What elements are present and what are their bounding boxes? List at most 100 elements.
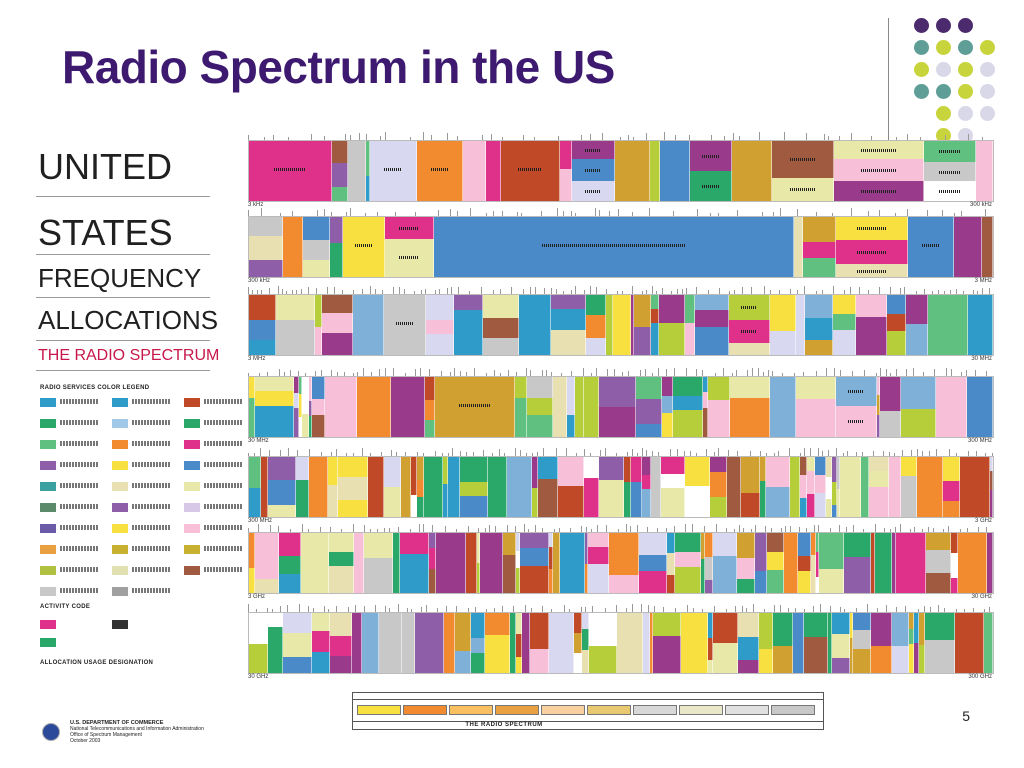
tick-mark (930, 607, 932, 612)
tick-mark (632, 286, 633, 294)
tick-mark (850, 287, 852, 294)
tick-mark (438, 210, 439, 216)
legend-label (132, 420, 170, 425)
allocation-block (784, 533, 798, 593)
tick-mark (780, 605, 782, 612)
tick-mark (977, 527, 979, 532)
allocation-block (840, 457, 861, 517)
allocation-block (660, 141, 690, 201)
chart-title-frequency: FREQUENCY (38, 263, 202, 293)
tick-mark (431, 135, 432, 140)
tick-mark (266, 372, 268, 376)
allocation-block (807, 457, 815, 471)
allocation-block (302, 414, 309, 437)
allocation-block (909, 629, 914, 644)
tick-mark (494, 370, 495, 376)
tick-mark (944, 291, 946, 294)
tick-mark (890, 373, 892, 376)
legend-swatch (112, 419, 128, 428)
allocation-block (283, 217, 303, 277)
tick-mark (500, 373, 501, 376)
allocation-block (584, 457, 599, 478)
allocation-block (332, 163, 348, 187)
legend-label (204, 504, 242, 509)
allocation-block (832, 658, 850, 673)
tick-mark (736, 370, 738, 376)
allocation-block (982, 217, 993, 277)
allocation-block (871, 533, 875, 593)
tick-mark (855, 452, 857, 456)
allocation-block (805, 318, 833, 340)
tick-mark (324, 136, 325, 140)
tick-mark (817, 448, 819, 456)
allocation-block (249, 398, 255, 437)
tick-mark (674, 368, 676, 376)
chart-title-states: STATES (38, 212, 173, 253)
allocation-block (338, 500, 368, 517)
allocation-block (488, 457, 507, 517)
allocation-block (249, 457, 261, 488)
tick-mark (790, 289, 791, 294)
decor-dot (914, 18, 929, 33)
allocation-block (880, 377, 901, 411)
activity-code-box (112, 620, 128, 629)
allocation-block (889, 457, 901, 484)
tick-mark (606, 525, 608, 532)
allocation-block (572, 181, 615, 201)
allocation-block (766, 487, 790, 517)
allocation-block (551, 295, 586, 309)
scale-band (679, 705, 723, 715)
allocation-label (741, 306, 757, 310)
allocation-block (425, 377, 435, 400)
allocation-block (401, 457, 411, 517)
tick-mark (441, 371, 443, 376)
tick-mark (875, 524, 877, 532)
tick-mark (454, 368, 456, 376)
tick-mark (734, 290, 735, 294)
allocation-block (877, 395, 880, 415)
tick-mark (481, 287, 483, 294)
allocation-block (819, 569, 844, 593)
allocation-block (639, 533, 667, 555)
tick-mark (948, 449, 950, 456)
tick-mark (692, 524, 693, 532)
tick-mark (739, 525, 741, 532)
tick-mark (516, 372, 518, 376)
tick-mark (555, 448, 557, 456)
allocation-block (400, 554, 429, 593)
tick-mark (528, 529, 530, 532)
tick-mark (422, 524, 424, 532)
tick-mark (331, 212, 332, 216)
band-tick-row (248, 130, 992, 140)
tick-mark (489, 525, 491, 532)
tick-mark (763, 286, 765, 294)
allocation-block (836, 406, 877, 437)
allocation-block (385, 239, 434, 277)
tick-mark (966, 528, 968, 532)
tick-mark (393, 368, 395, 376)
tick-mark (555, 289, 557, 294)
legend-label (60, 588, 98, 593)
legend-swatch (40, 440, 56, 449)
scale-band (725, 705, 769, 715)
allocation-block (454, 295, 483, 310)
tick-mark (286, 291, 288, 294)
allocation-label (741, 330, 757, 334)
allocation-block (951, 533, 958, 553)
allocation-block (661, 457, 685, 474)
band-row (248, 140, 994, 202)
tick-mark (676, 289, 678, 294)
tick-mark (986, 527, 988, 532)
tick-mark (759, 132, 760, 140)
allocation-block (909, 644, 914, 673)
allocation-block (283, 613, 312, 633)
allocation-block (798, 533, 811, 556)
tick-mark (986, 371, 988, 376)
allocation-block (624, 457, 631, 482)
tick-mark (499, 449, 501, 456)
allocation-block (650, 141, 660, 201)
allocation-block (279, 533, 301, 556)
allocation-block (312, 377, 325, 399)
allocation-block (887, 314, 906, 331)
tick-mark (645, 290, 647, 294)
